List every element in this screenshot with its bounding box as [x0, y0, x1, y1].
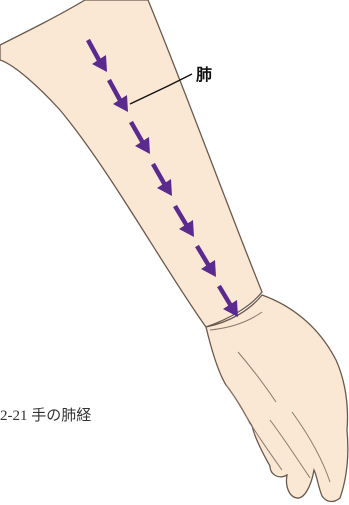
arm-shape — [0, 0, 262, 327]
figure-caption: 2-21 手の肺経 — [0, 407, 91, 424]
hand-shape — [206, 295, 348, 502]
meridian-label: 肺 — [196, 65, 212, 84]
